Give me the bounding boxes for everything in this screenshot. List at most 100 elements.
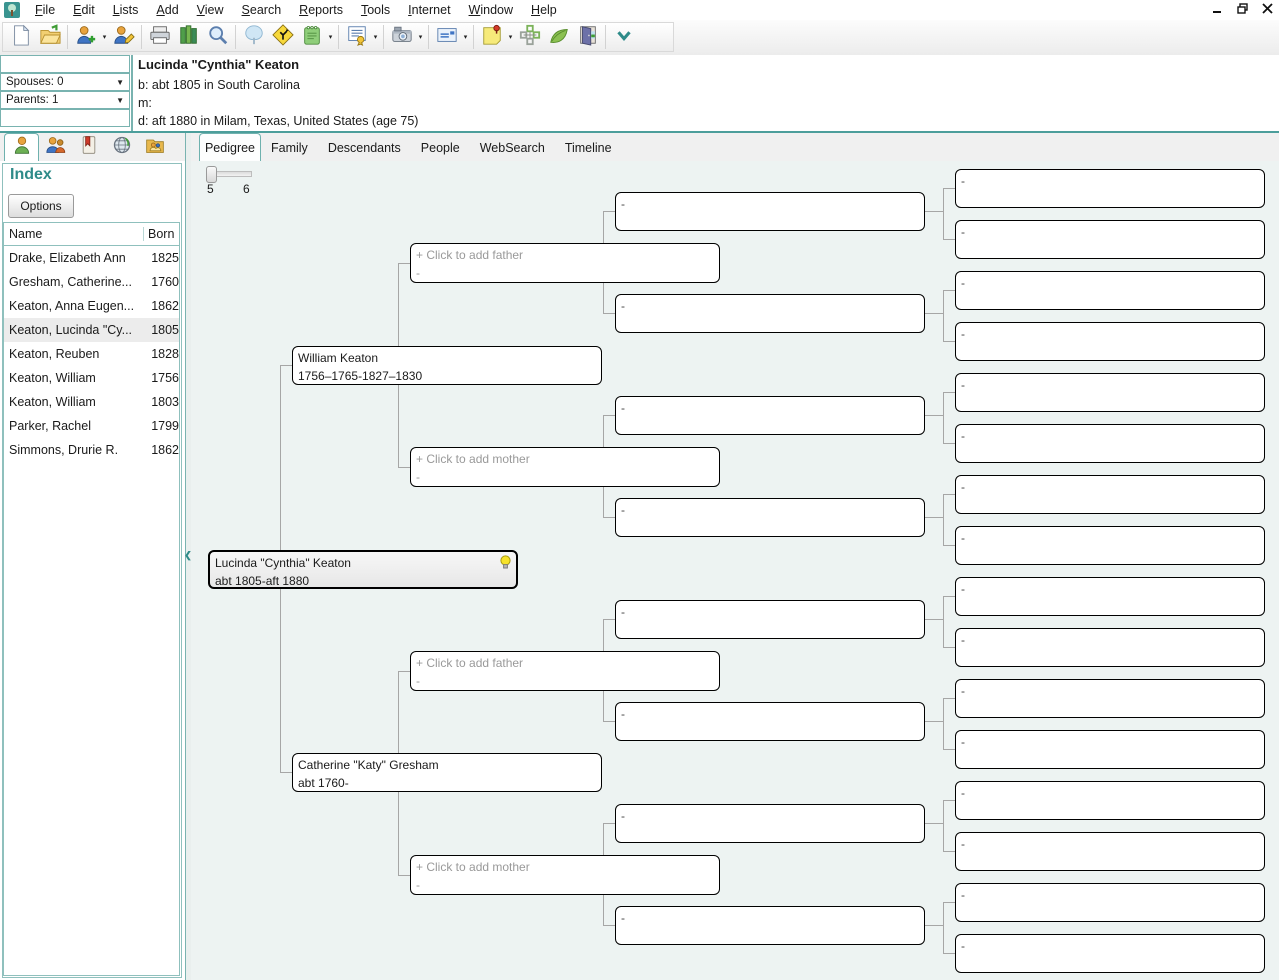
books-button[interactable]	[174, 24, 203, 51]
ancestor-box-empty[interactable]: -	[955, 832, 1265, 871]
ancestor-box-empty[interactable]: -	[955, 322, 1265, 361]
add-person-button[interactable]	[71, 24, 100, 51]
menu-item-window[interactable]: Window	[468, 3, 514, 17]
add-father-box[interactable]: + Click to add father-	[410, 243, 720, 283]
add-father-box[interactable]: + Click to add father-	[410, 651, 720, 691]
leaf-button[interactable]	[544, 24, 573, 51]
index-row[interactable]: Keaton, Anna Eugen...1862	[4, 294, 179, 318]
parents-dropdown[interactable]: Parents: 1 ▼	[0, 91, 130, 109]
tab-websearch[interactable]: WebSearch	[479, 141, 545, 155]
ancestor-box-empty[interactable]: -	[955, 526, 1265, 565]
sidebar-tab-folder-people[interactable]	[138, 134, 171, 161]
close-button[interactable]	[1261, 2, 1273, 14]
options-button[interactable]: Options	[8, 194, 74, 218]
sticky-note-button[interactable]	[477, 24, 506, 51]
dropdown-caret-icon[interactable]: ▾	[508, 34, 513, 41]
restore-button[interactable]	[1236, 2, 1248, 14]
address-card-button[interactable]	[432, 24, 461, 51]
index-row[interactable]: Gresham, Catherine...1760	[4, 270, 179, 294]
ancestor-box-empty[interactable]: -	[955, 169, 1265, 208]
ancestor-box-empty[interactable]: -	[615, 702, 925, 741]
merge-sign-button[interactable]	[268, 23, 297, 51]
chevron-down-button[interactable]	[609, 24, 638, 51]
ancestor-box-empty[interactable]: -	[615, 396, 925, 435]
dropdown-caret-icon[interactable]: ▾	[102, 34, 107, 41]
menu-item-reports[interactable]: Reports	[299, 3, 343, 17]
new-file-button[interactable]	[6, 24, 35, 51]
ancestor-box-empty[interactable]: -	[615, 192, 925, 231]
menu-item-edit[interactable]: Edit	[73, 3, 95, 17]
add-mother-box[interactable]: + Click to add mother-	[410, 855, 720, 895]
lightbulb-icon[interactable]	[499, 555, 512, 570]
ancestor-box-empty[interactable]: -	[615, 804, 925, 843]
tab-people[interactable]: People	[420, 141, 460, 155]
ancestor-box-empty[interactable]: -	[955, 475, 1265, 514]
ancestor-box-empty[interactable]: -	[615, 294, 925, 333]
dropdown-caret-icon[interactable]: ▾	[463, 34, 468, 41]
menu-item-view[interactable]: View	[196, 3, 224, 17]
tab-descendants[interactable]: Descendants	[327, 141, 401, 155]
add-mother-box[interactable]: + Click to add mother-	[410, 447, 720, 487]
spouses-dropdown[interactable]: Spouses: 0 ▼	[0, 73, 130, 91]
ancestor-box-empty[interactable]: -	[615, 600, 925, 639]
notepad-button[interactable]	[297, 24, 326, 51]
sidebar-tab-globe[interactable]	[105, 134, 138, 161]
edit-person-button[interactable]	[109, 24, 138, 51]
open-folder-button[interactable]	[35, 23, 64, 51]
ancestor-box-empty[interactable]: -	[955, 679, 1265, 718]
tree-button[interactable]	[239, 24, 268, 51]
ancestor-box-empty[interactable]: -	[955, 781, 1265, 820]
tab-family[interactable]: Family	[271, 141, 308, 155]
menu-item-internet[interactable]: Internet	[408, 3, 451, 17]
ancestor-box-empty[interactable]: -	[955, 934, 1265, 973]
ancestor-box-empty[interactable]: -	[955, 730, 1265, 769]
ancestor-box-empty[interactable]: -	[955, 577, 1265, 616]
splitter-collapse-icon[interactable]: ❮	[184, 549, 192, 560]
ancestor-box-empty[interactable]: -	[955, 271, 1265, 310]
summary-row-empty-bottom[interactable]	[0, 109, 130, 127]
menu-item-help[interactable]: Help	[531, 3, 557, 17]
menu-item-add[interactable]: Add	[156, 3, 179, 17]
tab-pedigree[interactable]: Pedigree	[199, 133, 261, 161]
sidebar-splitter[interactable]	[185, 133, 191, 980]
sidebar-tab-bookmark-book[interactable]	[72, 134, 105, 161]
chart-squares-button[interactable]	[515, 24, 544, 51]
sidebar-tab-people[interactable]	[39, 134, 72, 161]
menu-item-file[interactable]: File	[35, 3, 56, 17]
ancestor-box-empty[interactable]: -	[615, 498, 925, 537]
menu-item-tools[interactable]: Tools	[360, 3, 391, 17]
ancestor-box-empty[interactable]: -	[955, 220, 1265, 259]
ancestor-box-empty[interactable]: -	[615, 906, 925, 945]
summary-row-empty-top[interactable]	[0, 55, 130, 73]
column-header-born[interactable]: Born	[148, 227, 175, 241]
index-row[interactable]: Simmons, Drurie R.1862	[4, 438, 179, 462]
search-button[interactable]	[203, 24, 232, 51]
menu-item-lists[interactable]: Lists	[112, 3, 139, 17]
index-row[interactable]: Keaton, Lucinda "Cy...1805	[4, 318, 179, 342]
column-header-name[interactable]: Name	[4, 227, 144, 241]
dropdown-caret-icon[interactable]: ▾	[373, 34, 378, 41]
ancestor-box-empty[interactable]: -	[955, 424, 1265, 463]
camera-button[interactable]	[387, 24, 416, 51]
tab-timeline[interactable]: Timeline	[564, 141, 612, 155]
minimize-button[interactable]	[1211, 2, 1223, 14]
ancestor-box-empty[interactable]: -	[955, 628, 1265, 667]
sidebar-tab-person[interactable]	[4, 133, 39, 161]
menu-item-search[interactable]: Search	[241, 3, 282, 17]
dropdown-caret-icon[interactable]: ▾	[328, 34, 333, 41]
ancestor-box-empty[interactable]: -	[955, 373, 1265, 412]
print-button[interactable]	[145, 24, 174, 51]
exit-door-button[interactable]	[573, 24, 602, 51]
generations-slider-thumb[interactable]	[206, 166, 217, 183]
dropdown-caret-icon[interactable]: ▾	[418, 34, 423, 41]
ancestor-box-empty[interactable]: -	[955, 883, 1265, 922]
certificate-button[interactable]	[342, 24, 371, 51]
